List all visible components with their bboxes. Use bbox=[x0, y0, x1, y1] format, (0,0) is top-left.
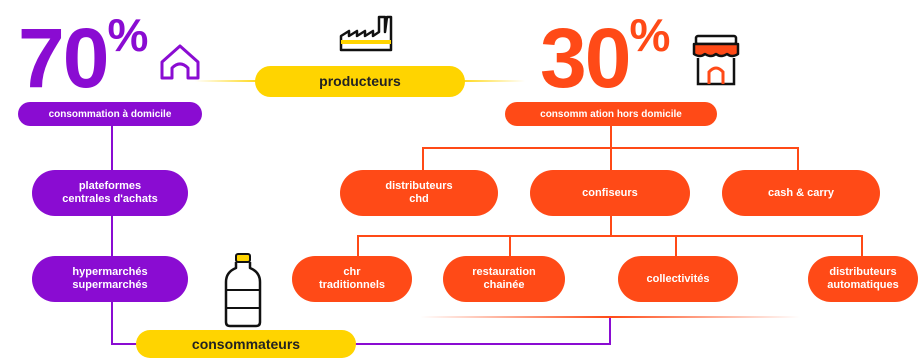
outside-percentage-symbol: % bbox=[629, 9, 671, 61]
producers-flare-right bbox=[455, 80, 525, 82]
purple-connectors bbox=[111, 124, 611, 345]
outside-home-percentage: 30% bbox=[540, 12, 670, 100]
factory-icon bbox=[339, 15, 393, 52]
node-collectivities: collectivités bbox=[618, 256, 738, 302]
node-chr-traditional: chr traditionnels bbox=[292, 256, 412, 302]
producers-pill: producteurs bbox=[255, 66, 465, 97]
orange-connectors bbox=[357, 124, 863, 258]
node-purchasing-platforms: plateformes centrales d'achats bbox=[32, 170, 188, 216]
outside-home-consumption-header: consomm ation hors domicile bbox=[505, 102, 717, 126]
node-confectioners: confiseurs bbox=[530, 170, 690, 216]
orange-bottom-flare bbox=[420, 316, 800, 318]
home-percentage-number: 70 bbox=[18, 11, 109, 105]
home-consumption-header: consommation à domicile bbox=[18, 102, 202, 126]
node-vending-distributors: distributeurs automatiques bbox=[808, 256, 918, 302]
consumers-pill: consommateurs bbox=[136, 330, 356, 358]
node-chain-restaurants: restauration chainée bbox=[443, 256, 565, 302]
home-percentage: 70% bbox=[18, 12, 148, 100]
node-cash-and-carry: cash & carry bbox=[722, 170, 880, 216]
outside-percentage-number: 30 bbox=[540, 11, 631, 105]
node-distributors-chd: distributeurs chd bbox=[340, 170, 498, 216]
store-icon bbox=[692, 34, 740, 86]
home-percentage-symbol: % bbox=[107, 9, 149, 61]
bottle-icon bbox=[224, 253, 262, 328]
node-hypermarkets: hypermarchés supermarchés bbox=[32, 256, 188, 302]
house-icon bbox=[160, 44, 200, 80]
producers-flare-left bbox=[195, 80, 265, 82]
